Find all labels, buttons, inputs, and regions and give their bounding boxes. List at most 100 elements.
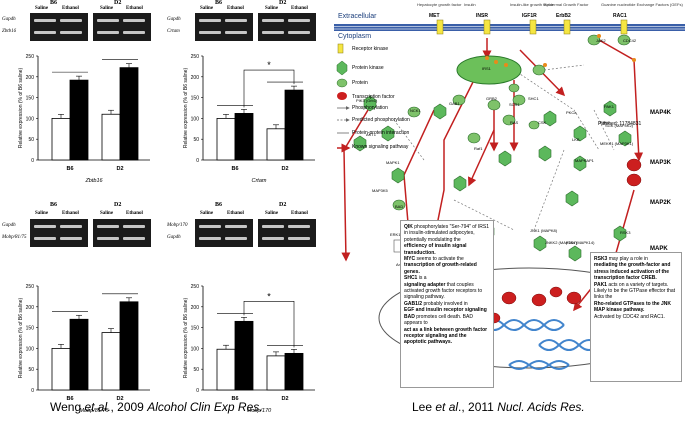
note-bold: transcription of growth-related genes.	[404, 262, 477, 275]
blot-row-label: Zbtb16	[2, 29, 17, 34]
receptor-ligand-label: Epidermal Growth Factor	[544, 2, 589, 7]
y-tick-label: 50	[193, 137, 199, 143]
bar-B6-ethanol	[234, 320, 254, 391]
x-category-label: D2	[116, 166, 123, 172]
y-tick-label: 250	[26, 284, 35, 290]
gene-label: Mobp/81/75	[79, 408, 109, 414]
pathway-node-label: p38a (MAPK14)	[566, 240, 595, 245]
y-tick-label: 0	[31, 388, 34, 394]
bar-D2-saline	[266, 355, 286, 391]
bar-D2-saline	[266, 128, 286, 161]
pathway-node-label: PIK3 (Grb1)	[356, 98, 378, 103]
note-bold: efficiency of insulin signal transductio…	[404, 243, 467, 256]
blot-row-label: Mobp/81/75	[2, 235, 27, 240]
western-blot-b6	[30, 219, 88, 247]
y-tick-label: 0	[196, 158, 199, 164]
note-text: that couples activated growth factor rec…	[404, 281, 483, 301]
legend-item: Protein kinase	[352, 65, 384, 71]
blot-band	[60, 225, 82, 228]
blot-band	[225, 31, 247, 34]
x-category-label: D2	[281, 396, 288, 402]
x-category-label: B6	[231, 166, 238, 172]
blot-band	[34, 19, 56, 22]
note-bold: mediating the growth-factor and stress i…	[594, 262, 671, 282]
legend-item: Transcription factor	[352, 94, 395, 100]
y-tick-label: 100	[191, 116, 200, 122]
blot-row-label: Gapdh	[167, 235, 181, 240]
pathway-node-label: LKB	[572, 137, 580, 142]
gel-lane-label: Ethanol	[126, 6, 143, 11]
note-bold: Rho-related GTPases to the JNK MAP kinas…	[594, 300, 671, 314]
y-tick-label: 250	[26, 54, 35, 60]
y-tick-label: 100	[26, 346, 35, 352]
blot-band	[60, 19, 82, 22]
y-axis-label: Relative expression (% of B6 saline)	[183, 298, 189, 379]
pathway-node-label: NCK1	[410, 108, 421, 113]
y-tick-label: 50	[28, 137, 34, 143]
blot-band	[60, 31, 82, 34]
x-category-label: B6	[231, 396, 238, 402]
blot-band	[123, 237, 145, 240]
gel-lane-label: Ethanol	[291, 6, 308, 11]
y-tick-label: 100	[26, 116, 35, 122]
pathway-node-label: JNKK2 (MAP2K7)	[545, 240, 578, 245]
annotation-box-left: QIK phosphorylates "Ser-794" of IRS1 in …	[400, 220, 494, 388]
node-irs1	[456, 55, 522, 85]
blot-band	[60, 237, 82, 240]
western-blot-d2	[93, 219, 151, 247]
blot-band	[199, 225, 221, 228]
note-bold: GAB1/2	[404, 300, 423, 307]
note-bold: signaling adapter	[404, 281, 446, 288]
note-bold: SHC1	[404, 275, 418, 282]
blot-band	[97, 237, 119, 240]
legend-item: Protein	[352, 80, 368, 86]
level-label-mapk: MAPK	[650, 246, 668, 252]
blot-band	[34, 225, 56, 228]
bar-B6-ethanol	[69, 318, 89, 391]
gel-lane-label: Ethanol	[291, 211, 308, 216]
western-blot-d2	[258, 219, 316, 247]
y-tick-label: 250	[191, 54, 200, 60]
gel-group-label: D2	[279, 0, 287, 6]
level-label-map4k: MAP4K	[650, 110, 672, 116]
y-tick-label: 0	[31, 158, 34, 164]
blot-band	[288, 31, 310, 34]
gel-group-label: B6	[215, 202, 223, 208]
y-tick-label: 150	[26, 326, 35, 332]
receptor-name: IGF1R	[522, 13, 537, 19]
protein-nodes	[392, 34, 631, 211]
right-caption: Lee et al., 2011 Nucl. Acids Res.	[412, 400, 585, 414]
note-text: seems to activate the	[415, 256, 464, 263]
pathway-node-label: MAP3K5	[372, 188, 388, 193]
legend-item: Phosphorylation	[352, 105, 388, 111]
pathway-node-label: Raf1	[474, 146, 483, 151]
western-blot-d2	[93, 13, 151, 41]
pathway-node-label: SGK (MAP4K2)	[605, 123, 634, 128]
blot-row-label: Gapdh	[2, 17, 16, 22]
gene-label: Mobp/170	[247, 408, 272, 414]
blot-row-label: Gapdh	[2, 223, 16, 228]
blot-band	[199, 19, 221, 22]
western-blot-b6	[195, 13, 253, 41]
receptor-ligand-label: Insulin	[464, 2, 476, 7]
gel-group-label: B6	[50, 202, 58, 208]
y-tick-label: 50	[28, 367, 34, 373]
legend-item: Protein-protein interaction	[352, 130, 410, 136]
x-category-label: B6	[66, 166, 73, 172]
note-text: promotes cell death. BAD appears to	[404, 313, 473, 327]
pathway-node-label: MEKK1 (MAP3K1)	[600, 141, 634, 146]
gel-group-label: B6	[50, 0, 58, 6]
pathway-node-label: PAK1	[604, 104, 614, 109]
pathway-node-label: CSK	[538, 120, 547, 125]
y-tick-label: 200	[26, 305, 35, 311]
bar-B6-saline	[216, 118, 236, 161]
y-tick-label: 50	[193, 367, 199, 373]
blot-band	[97, 31, 119, 34]
blot-band	[34, 237, 56, 240]
y-tick-label: 150	[191, 96, 200, 102]
pathway-node-label: RAS	[510, 120, 519, 125]
